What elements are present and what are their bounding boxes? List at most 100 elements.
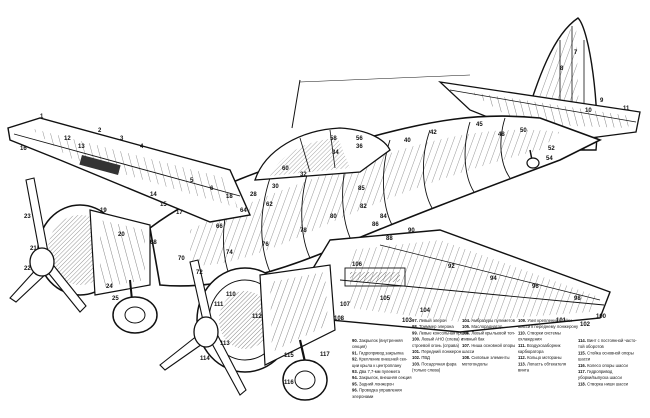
legend-entry: 100. Левый АНО (слева) и [412, 337, 464, 342]
legend-entry-text: винта [518, 368, 530, 373]
callout-5: 5 [190, 178, 194, 184]
callout-36: 36 [356, 144, 363, 150]
legend-entry-text: Лопасть обтекателя [527, 361, 566, 366]
callout-24: 24 [106, 284, 113, 290]
legend-entry: 97. Левый элерон [412, 318, 447, 323]
legend-entry-number: 95. [352, 381, 359, 386]
callout-6: 6 [210, 186, 214, 192]
callout-40: 40 [404, 138, 411, 144]
legend-entry: 101. Передний лонжерон [412, 349, 462, 354]
legend-entry: секция) [352, 344, 367, 349]
callout-56: 56 [356, 136, 363, 142]
legend-entry-text: Винт с постоянной часто- [587, 338, 637, 343]
legend-entry: 110. Створки системы [518, 330, 561, 335]
legend-entry: 93. Два 7,7-мм пулемета [352, 369, 401, 374]
legend-entry: 92. Крепление внешней сек- [352, 357, 408, 362]
starboard-engine [37, 204, 151, 296]
legend-entry-text: строевой огонь (справа) [412, 343, 460, 348]
port-wing [299, 229, 611, 333]
legend-entry-number: 92. [352, 357, 359, 362]
callout-20: 20 [118, 232, 125, 238]
legend-entry-text: Два 7,7-мм пулемета [359, 369, 401, 374]
callout-14: 14 [150, 192, 157, 198]
legend-entry-text: Крепление внешней сек- [359, 357, 408, 362]
legend-entry: шасси к переднему лонжерону [518, 324, 579, 329]
callout-3: 3 [120, 136, 124, 142]
callout-112: 112 [252, 314, 262, 320]
legend-entry-text: шасси к переднему лонжерону [518, 324, 579, 329]
legend-entry-text: карбюратора [518, 349, 544, 354]
legend-entry-text: Гидропривод закрылка [359, 350, 404, 355]
legend-entry: 116. Колесо опоры шасси [578, 363, 628, 368]
cockpit-canopy [254, 74, 471, 181]
legend-entry: 102. ПВД [412, 355, 430, 360]
callout-108: 108 [334, 316, 345, 322]
callout-64: 64 [240, 208, 247, 214]
legend-entry: винта [518, 368, 530, 373]
callout-92: 92 [448, 264, 455, 270]
legend-entry: 105. Маслорадиатор [462, 324, 503, 329]
legend-entry-number: 107. [462, 343, 471, 348]
callout-1: 1 [40, 114, 44, 120]
legend-entry-text: Передний лонжерон [421, 349, 461, 354]
callout-60: 60 [282, 166, 289, 172]
callout-34: 34 [332, 150, 339, 156]
legend-entry-number: 117. [578, 369, 587, 374]
callout-110: 110 [226, 292, 236, 298]
port-engine [196, 264, 336, 373]
legend-entry-text: Колесо опоры шасси [587, 363, 628, 368]
callout-25: 25 [112, 296, 119, 302]
callout-86: 86 [372, 222, 379, 228]
callout-17: 17 [176, 210, 183, 216]
legend-entry-text: элеронами [352, 394, 374, 399]
legend-entry-number: 100. [412, 337, 421, 342]
callout-52: 52 [548, 146, 555, 152]
legend-column-5: 114. Винт с постоянной часто-той оборото… [578, 338, 637, 386]
callout-80: 80 [330, 214, 337, 220]
legend-entry-number: 102. [412, 355, 421, 360]
callout-66: 66 [216, 224, 223, 230]
legend-entry-number: 106. [462, 330, 471, 335]
legend-entry-number: 90. [352, 338, 359, 343]
legend-entry: элеронами [352, 394, 374, 399]
legend-entry: ции крыла к центроплану [352, 363, 402, 368]
legend-entry: 109. Узел крепления стойки [518, 318, 572, 323]
callout-15: 15 [160, 202, 167, 208]
legend-entry: уборки/выпуска шасси [578, 375, 622, 380]
legend-entry-text: Кольцо мотораны [527, 355, 561, 360]
legend-entry-number: 116. [578, 363, 587, 368]
legend-entry: 111. Воздухозаборник [518, 343, 561, 348]
callout-85: 85 [358, 186, 365, 192]
legend-entry-text: Воздухозаборник [527, 343, 561, 348]
legend-entry-text: Левый АНО (слева) и [421, 337, 463, 342]
callout-13: 13 [78, 144, 85, 150]
legend-entry-text: Створка ниши шасси [587, 381, 629, 386]
legend-entry-text: (только слева) [412, 368, 441, 373]
callout-8: 8 [560, 66, 564, 72]
legend-entry-text: охлаждения [518, 337, 542, 342]
callout-82: 82 [360, 204, 367, 210]
legend-entry-text: Проводка управления [359, 388, 402, 393]
callout-68: 68 [150, 240, 157, 246]
legend-entry: 106. Левый крыльевой топ- [462, 330, 516, 335]
callout-98: 98 [574, 296, 581, 302]
legend-entry: 107. Ниша основной опоры [462, 343, 515, 348]
port-landing-gear [282, 339, 328, 401]
legend-entry-text: Посадочная фара [421, 361, 457, 366]
legend-entry-text: Закрылок (внутренняя [359, 338, 403, 343]
callout-28: 28 [250, 192, 257, 198]
legend-entry-text: Стойка основной опоры [587, 350, 634, 355]
callout-116: 116 [284, 380, 294, 386]
callout-94: 94 [490, 276, 497, 282]
callout-76: 76 [262, 242, 269, 248]
callout-105: 105 [380, 296, 391, 302]
callout-107: 107 [340, 302, 351, 308]
legend-entry-number: 113. [518, 361, 527, 366]
legend-entry-number: 110. [518, 330, 527, 335]
legend-entry: 104. Амбразуры пулеметов [462, 318, 516, 323]
legend-entry-number: 118. [578, 381, 587, 386]
